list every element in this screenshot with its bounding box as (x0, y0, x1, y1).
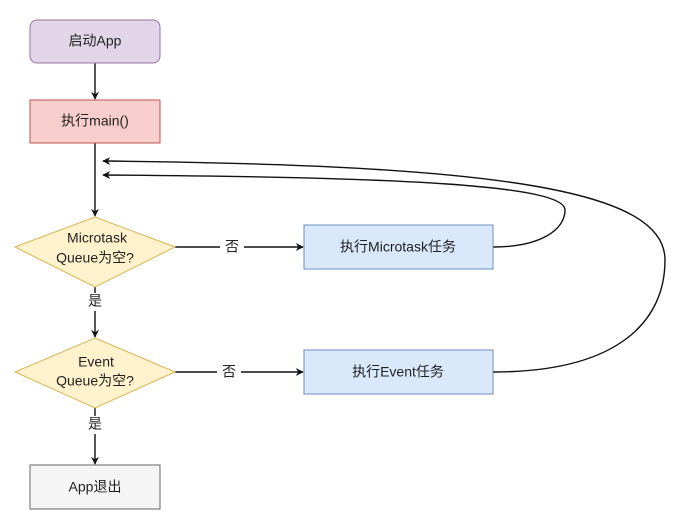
node-exit[interactable]: App退出 (29, 464, 161, 510)
node-microtask-check[interactable]: Microtask Queue为空? (13, 216, 177, 288)
node-start[interactable]: 启动App (29, 19, 161, 64)
node-run-microtask[interactable]: 执行Microtask任务 (303, 224, 494, 270)
node-start-shape (29, 19, 161, 64)
edge-label-event-no: 否 (222, 364, 236, 380)
node-microtask-check-shape (13, 216, 177, 288)
node-microtask-check-line1: Microtask (67, 230, 128, 246)
node-run-microtask-shape (303, 224, 494, 270)
node-run-main-label: 执行main() (61, 113, 129, 129)
node-exit-shape (29, 464, 161, 510)
edge-microtask-loop-back (102, 171, 566, 248)
node-exit-label: App退出 (69, 479, 122, 495)
node-run-microtask-label: 执行Microtask任务 (340, 239, 456, 255)
node-event-check-line1: Event (78, 354, 114, 370)
node-event-check-line2: Queue为空? (56, 373, 134, 389)
node-event-check-shape (13, 337, 177, 409)
edge-event-loop-back (102, 157, 666, 373)
node-run-event-shape (303, 349, 494, 395)
node-run-event[interactable]: 执行Event任务 (303, 349, 494, 395)
node-run-main-shape (29, 99, 161, 144)
edge-label-microtask-no: 否 (225, 239, 239, 255)
node-microtask-check-line2: Queue为空? (56, 250, 134, 266)
node-run-main[interactable]: 执行main() (29, 99, 161, 144)
node-run-event-label: 执行Event任务 (352, 364, 444, 380)
node-event-check[interactable]: Event Queue为空? (13, 337, 177, 409)
node-start-label: 启动App (69, 33, 122, 49)
edge-label-event-yes: 是 (88, 416, 102, 432)
edge-label-microtask-yes: 是 (88, 293, 102, 309)
